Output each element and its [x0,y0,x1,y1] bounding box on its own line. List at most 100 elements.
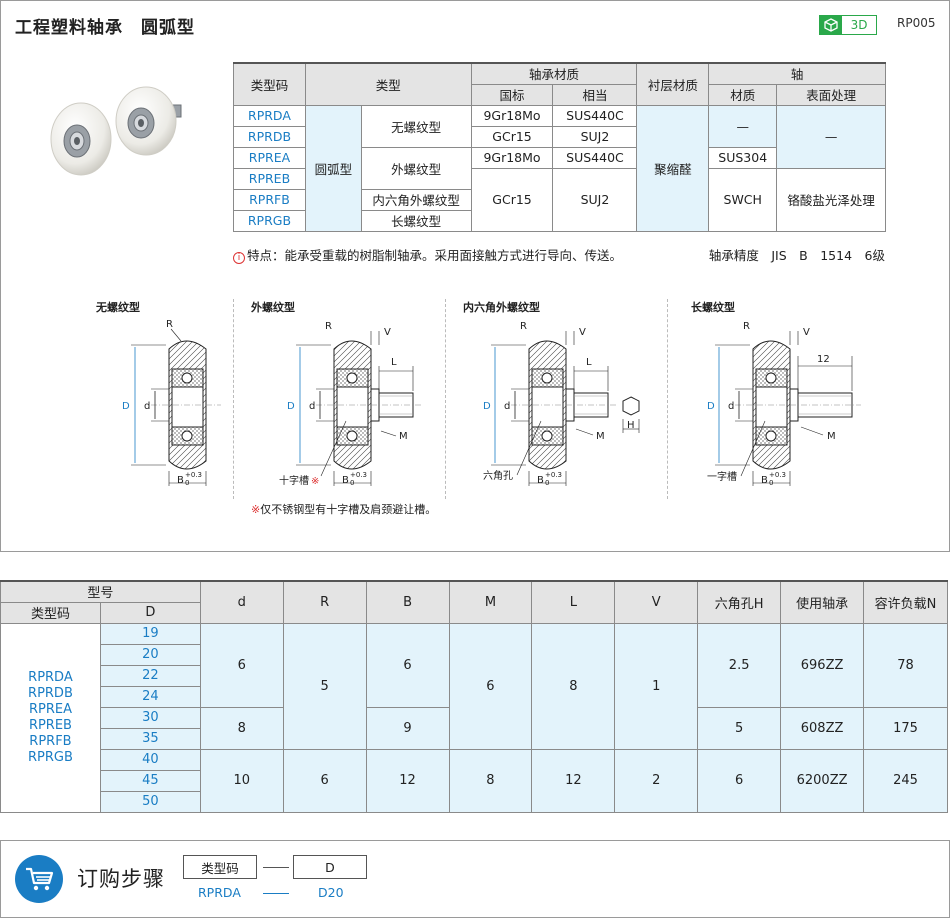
drawing-external-thread: D d R V L M B +0.3 0 十字槽 ※ [279,321,421,487]
diagram-label: 无螺纹型 [96,301,140,314]
d-value: 8 [199,706,284,750]
dim-B: B [537,475,544,486]
type-code-link[interactable]: RPRFB [29,733,72,749]
th-surface: 表面处理 [776,83,886,106]
technical-drawings: D d R B +0.3 0 [122,319,861,487]
th-load: 容许负载N [863,580,948,624]
footnote: ※仅不锈钢型有十字槽及肩颈避让槽。 [251,501,436,517]
mat-cell: SUJ2 [552,167,638,232]
page-title: 工程塑料轴承 圆弧型 [15,18,195,38]
cart-icon [15,855,63,903]
type-code-link[interactable]: RPRGB [28,749,73,765]
tol-up: +0.3 [545,471,562,479]
type-code-link[interactable]: RPRGB [233,209,306,232]
drawing-no-thread: D d R B +0.3 0 [122,319,221,487]
order-value-D: D20 [318,885,344,900]
shaft-swch: SWCH [708,167,778,232]
load-value: 175 [863,706,948,750]
th-L: L [531,580,616,624]
product-code: RP005 [897,16,936,30]
type-code-link[interactable]: RPRDB [233,125,306,148]
th-shaft-material: 材质 [708,83,778,106]
th-B: B [365,580,450,624]
dim-D: D [122,401,130,412]
M-value: 6 [448,622,533,750]
diagram-label: 长螺纹型 [691,301,735,314]
D-value: 20 [99,643,201,666]
mat-cell: 9Gr18Mo [470,104,554,127]
cross-slot-mark: ※ [311,476,319,487]
type-code-link[interactable]: RPREA [28,701,72,717]
mat-cell: GCr15 [470,125,554,148]
dim-12: 12 [817,354,830,365]
feature-text: 特点：能承受重载的树脂制轴承。采用面接触方式进行导向、传送。 [247,248,623,263]
footnote-mark: ※ [251,503,261,516]
type-code-link[interactable]: RPRDB [28,685,73,701]
dim-D: D [287,401,295,412]
H-value: 5 [697,706,782,750]
R-value: 6 [282,748,367,813]
th-type-code: 类型码 [0,601,101,624]
D-value: 40 [99,748,201,771]
th-bearing: 使用轴承 [780,580,865,624]
th-R: R [282,580,367,624]
type-code-link[interactable]: RPRFB [233,188,306,211]
shaft-none: — [708,104,778,148]
diagram-divider [445,299,446,499]
order-value-type-code: RPRDA [198,885,241,900]
type-hex: 内六角外螺纹型 [360,188,472,211]
order-title: 订购步骤 [77,867,165,891]
d-value: 6 [199,622,284,708]
type-code-link[interactable]: RPREB [28,717,72,733]
dim-d: d [728,401,734,412]
dim-L: L [586,357,592,368]
mat-cell: GCr15 [470,167,554,232]
type-code-list: RPRDA RPRDB RPREA RPREB RPRFB RPRGB [0,622,101,813]
V-value: 1 [614,622,699,750]
th-bearing-material: 轴承材质 [470,62,638,85]
D-value: 22 [99,664,201,687]
L-value: 8 [531,622,616,750]
dim-R: R [743,321,750,332]
drawing-hex-thread: D d R V L M H B +0.3 0 六角孔 [483,321,640,487]
mat-cell: SUS440C [552,146,638,169]
order-connector [263,867,289,868]
type-code-link[interactable]: RPREA [233,146,306,169]
type-code-link[interactable]: RPRDA [28,669,73,685]
order-panel: 订购步骤 类型码 D RPRDA D20 [0,840,950,918]
dim-d: d [309,401,315,412]
D-value: 24 [99,685,201,708]
D-value: 19 [99,622,201,645]
drawing-long-thread: D d R V 12 M B +0.3 0 一字槽 [707,321,861,487]
mat-cell: 9Gr18Mo [470,146,554,169]
bearing-value: 608ZZ [780,706,865,750]
accuracy-note: 轴承精度 JIS B 1514 6级 [708,248,885,263]
surface-chromate: 铬酸盐光泽处理 [776,167,886,232]
tol-up: +0.3 [185,471,202,479]
dim-d: d [504,401,510,412]
dim-B: B [342,475,349,486]
3d-button[interactable]: 3D [819,15,877,35]
dim-M: M [399,431,408,442]
shape-cell: 圆弧型 [304,104,362,232]
M-value: 8 [448,748,533,813]
dim-M: M [596,431,605,442]
spec-panel: 工程塑料轴承 圆弧型 3D RP005 [0,0,950,552]
type-code-link[interactable]: RPRDA [233,104,306,127]
type-code-link[interactable]: RPREB [233,167,306,190]
type-external: 外螺纹型 [360,146,472,190]
dimension-table: 型号 d R B M L V 六角孔H 使用轴承 容许负载N 类型码 D RPR… [0,580,948,813]
B-value: 6 [365,622,450,708]
L-value: 12 [531,748,616,813]
dim-M: M [827,431,836,442]
bearing-value: 696ZZ [780,622,865,708]
type-none: 无螺纹型 [360,104,472,148]
th-type: 类型 [304,62,472,106]
dim-V: V [803,327,810,338]
D-value: 35 [99,727,201,750]
dim-L: L [391,357,397,368]
th-model: 型号 [0,580,201,603]
dim-V: V [384,327,391,338]
order-box-D: D [293,855,367,879]
slot-label: 一字槽 [707,470,737,483]
